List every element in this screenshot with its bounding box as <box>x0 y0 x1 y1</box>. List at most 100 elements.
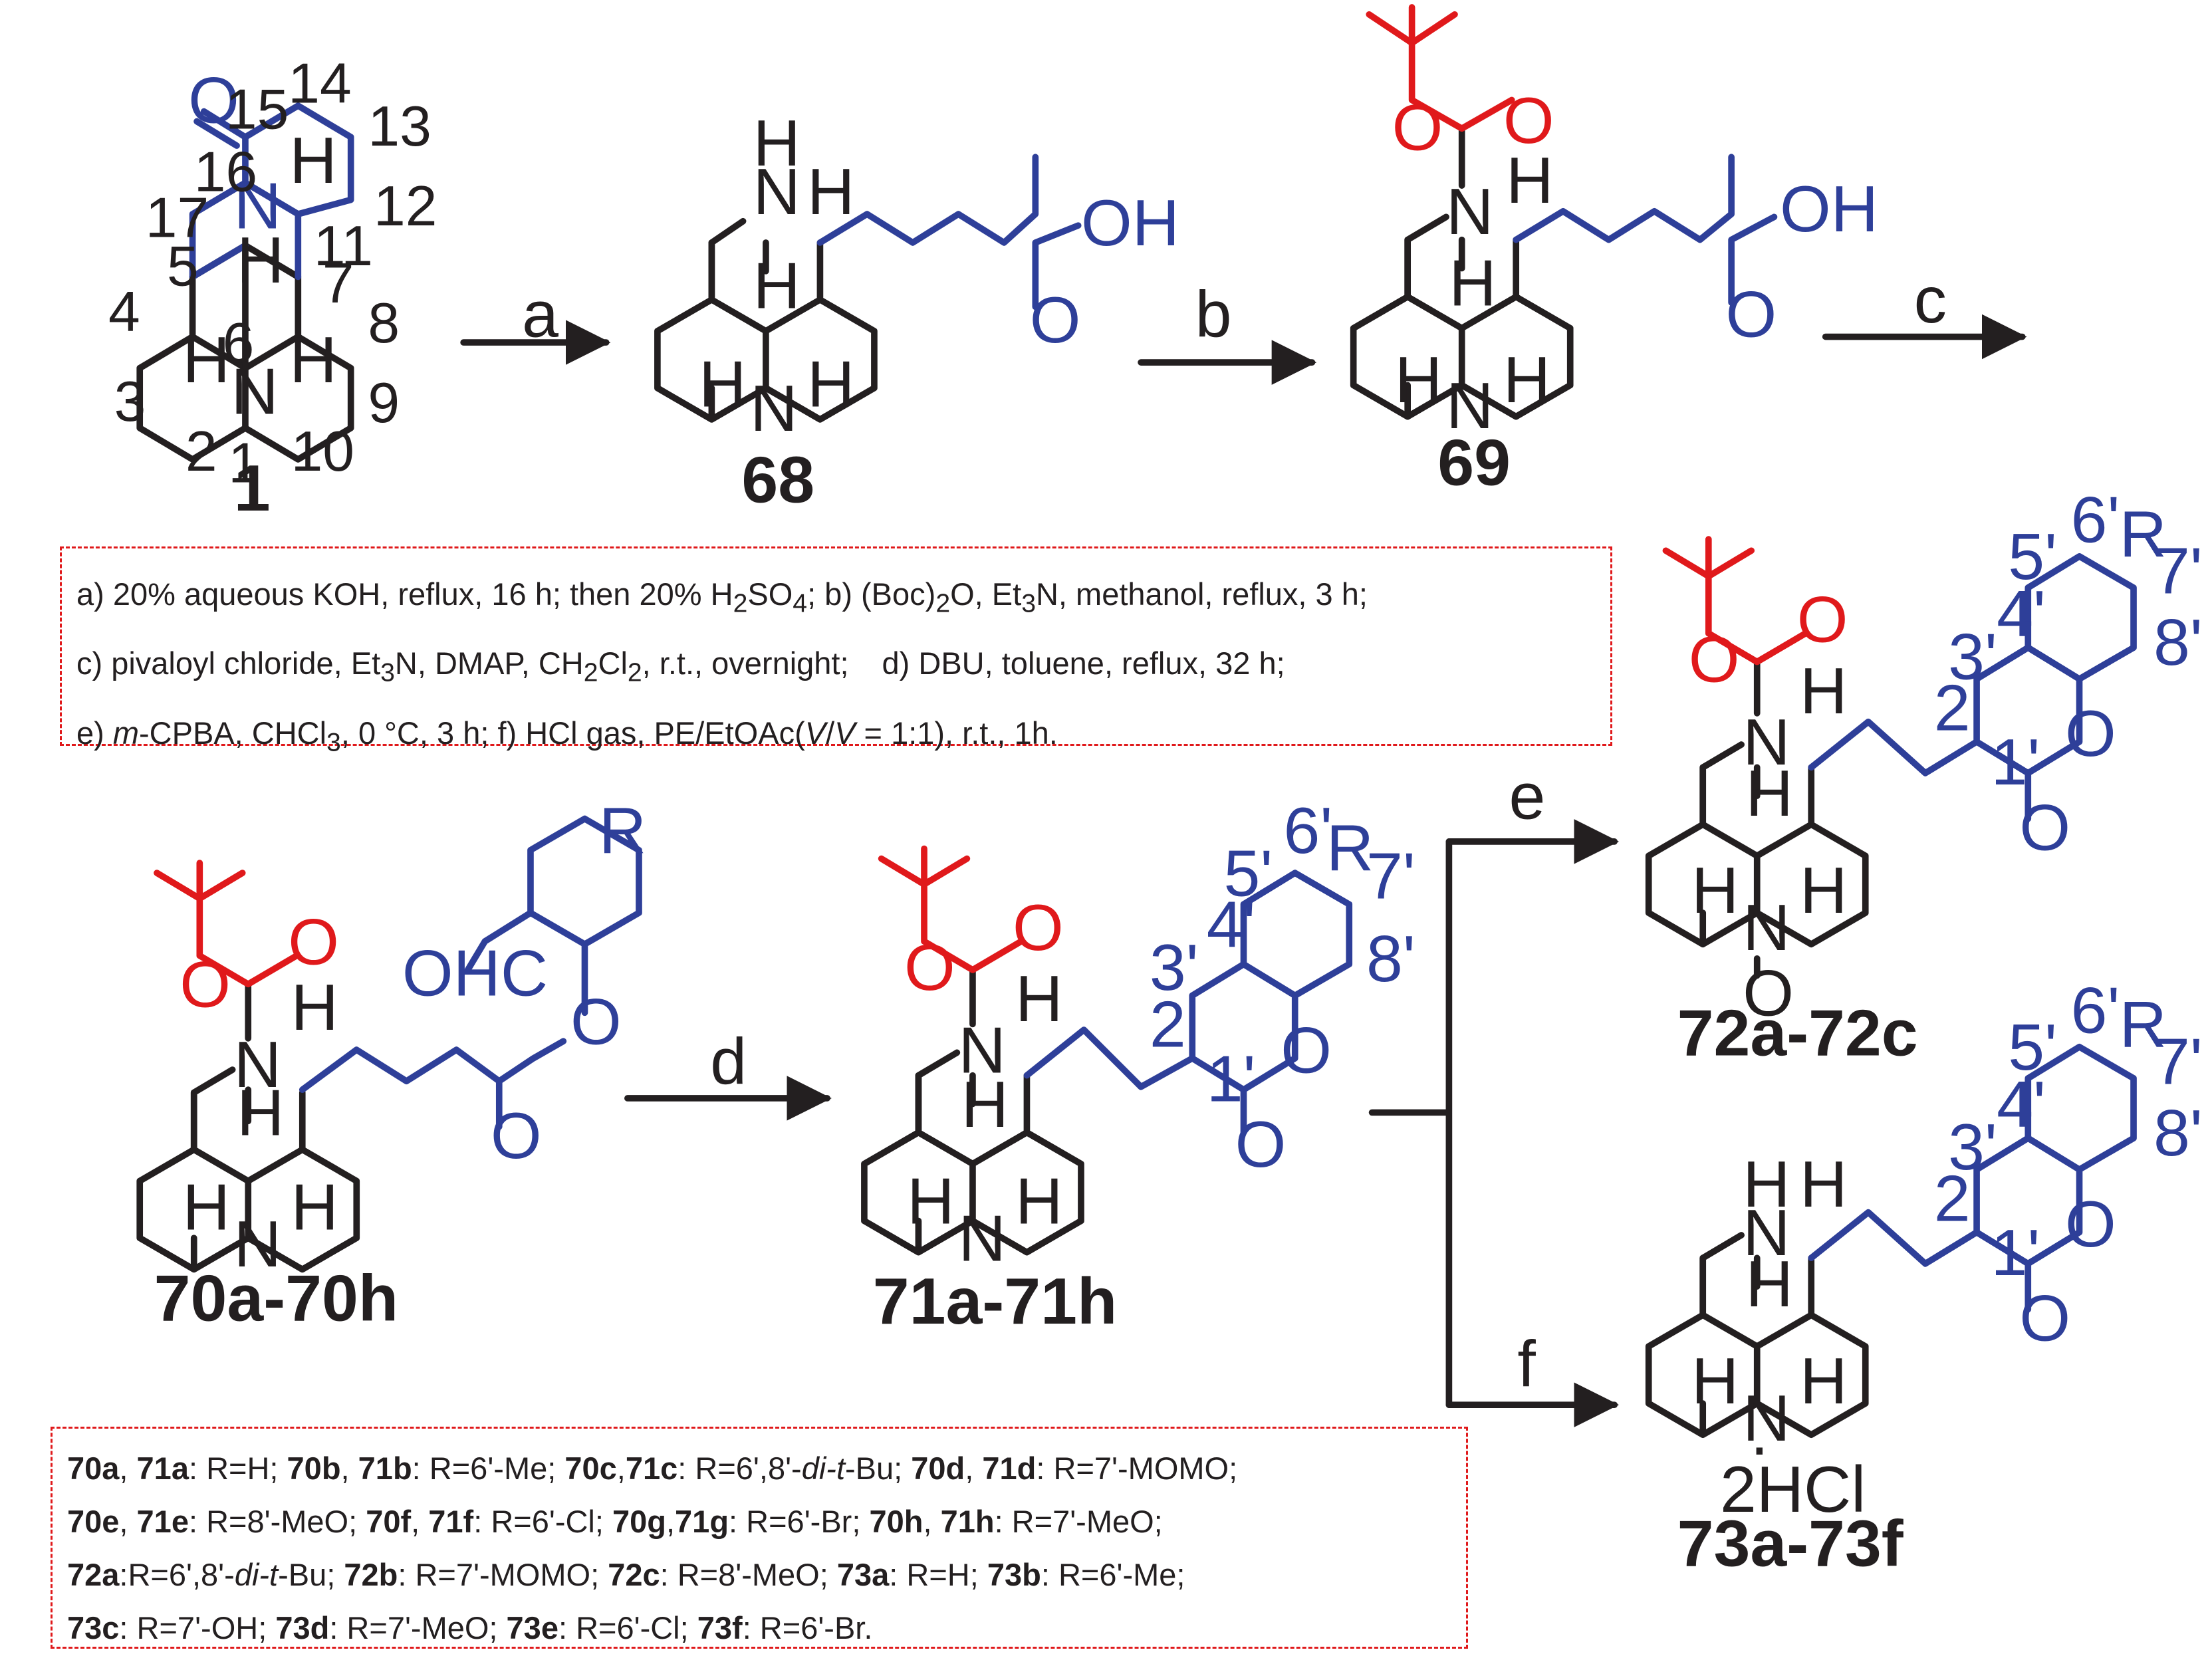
atom-N1-69: N <box>1446 369 1493 442</box>
substituent-text: , <box>965 1451 983 1486</box>
num-6p-73: 6' <box>2071 973 2120 1046</box>
label-compound-68: 68 <box>741 443 814 516</box>
compound-id: 70e <box>67 1504 120 1539</box>
compound-id: 71e <box>136 1504 189 1539</box>
substituent-text: : R=8'-MeO; <box>188 1504 366 1539</box>
num-6p-72: 6' <box>2071 483 2120 556</box>
atom-H-N68: H <box>753 106 800 179</box>
num-8p-72: 8' <box>2153 606 2203 679</box>
atom-O: O <box>188 64 239 137</box>
atom-O-boc-71: O <box>904 931 955 1004</box>
atom-H5-68: H <box>699 348 746 421</box>
atom-Od-boc-72: O <box>1797 583 1848 656</box>
num-2p-71: 2' <box>1150 988 1199 1061</box>
num-5p-73: 5' <box>2008 1011 2057 1084</box>
step-a: a <box>522 278 558 351</box>
substituent-text: , <box>666 1504 676 1539</box>
compound-id: 73f <box>697 1610 743 1645</box>
compound-id: 71f <box>428 1504 474 1539</box>
num-12: 12 <box>374 174 437 238</box>
num-3p-71: 3' <box>1150 931 1199 1004</box>
substituent-text: : R=6',8'- <box>677 1451 802 1486</box>
atom-H5-70: H <box>183 1170 230 1243</box>
branch-line <box>1368 838 1453 1408</box>
substituent-text: : R=7'-MeO; <box>994 1504 1163 1539</box>
compound-id: 72c <box>608 1557 660 1592</box>
substituent-text: : R=H; <box>889 1557 987 1592</box>
substituents-line-1: 70a, 71a: R=H; 70b, 71b: R=6'-Me; 70c,71… <box>67 1442 1459 1495</box>
label-compound-70: 70a-70h <box>154 1262 398 1335</box>
atom-Od-71: O <box>1235 1108 1287 1181</box>
num-7: 7 <box>322 251 354 315</box>
atom-N1-73: N <box>1743 1381 1790 1455</box>
label-compound-73: 73a-73f <box>1677 1507 1904 1580</box>
compound-71: O O O O R N H H H H N 1' 2' 3' 4' 5' 6' … <box>864 794 1415 1338</box>
num-9: 9 <box>368 371 400 435</box>
compound-id: 70c <box>564 1451 617 1486</box>
atom-O-ester-70: O <box>570 985 622 1058</box>
compound-id: 73b <box>987 1557 1041 1592</box>
atom-H5-73: H <box>1691 1344 1739 1417</box>
atom-H7-71: H <box>1015 1165 1062 1238</box>
substituent-text: : R=6'-Br. <box>742 1610 873 1645</box>
num-7p-72: 7' <box>2153 535 2203 608</box>
num-16: 16 <box>194 140 257 204</box>
atom-N-68: N <box>753 155 800 228</box>
compound-id: 70a <box>67 1451 120 1486</box>
atom-O-ring-71: O <box>1281 1013 1332 1086</box>
compound-id: 70d <box>911 1451 965 1486</box>
num-13: 13 <box>368 94 431 158</box>
num-2p-72: 2' <box>1934 671 1983 745</box>
atom-O-ring-72: O <box>2065 697 2116 770</box>
num-3p-72: 3' <box>1948 620 1997 693</box>
compound-id: 72b <box>344 1557 398 1592</box>
atom-H11-68: H <box>807 155 854 228</box>
salt-73: 2HCl <box>1720 1453 1866 1526</box>
atom-N-oxide-72: O <box>1743 957 1794 1030</box>
atom-H7-72: H <box>1800 854 1847 927</box>
atom-H11-73: H <box>1800 1147 1847 1221</box>
compound-id: 73c <box>67 1610 120 1645</box>
num-6p-71: 6' <box>1284 794 1333 867</box>
atom-H6: H <box>237 223 284 297</box>
num-3: 3 <box>114 370 146 433</box>
atom-N-73: N <box>1743 1196 1790 1269</box>
num-4: 4 <box>108 280 140 344</box>
substituent-text: : R=8'-MeO; <box>660 1557 837 1592</box>
italic-prefix: di-t <box>234 1557 279 1592</box>
atom-N16: N <box>234 169 281 242</box>
compound-id: 72a <box>67 1557 120 1592</box>
atom-H6-73: H <box>1746 1247 1793 1320</box>
atom-O-boc-72: O <box>1689 623 1740 696</box>
substituents-box: 70a, 71a: R=H; 70b, 71b: R=6'-Me; 70c,71… <box>51 1427 1468 1649</box>
num-5p-71: 5' <box>1223 836 1273 909</box>
step-b: b <box>1195 278 1232 351</box>
atom-R-71: R <box>1326 811 1374 884</box>
atom-H11-69: H <box>1506 144 1553 217</box>
atom-H6-72: H <box>1746 757 1793 830</box>
compound-70: O O OHC O O R N H H H H N 70a-70h <box>140 794 646 1335</box>
num-1p-71: 1' <box>1207 1042 1256 1115</box>
conditions-line-3: e) m-CPBA, CHCl3, 0 °C, 3 h; f) HCl gas,… <box>76 715 1058 757</box>
atom-Od-boc-70: O <box>288 905 339 978</box>
atom-H6-68: H <box>753 249 800 322</box>
substituent-text: : R=7'-OH; <box>119 1610 276 1645</box>
substituent-text: : R=7'-MeO; <box>329 1610 507 1645</box>
num-4p-72: 4' <box>1997 577 2046 650</box>
num-8p-73: 8' <box>2153 1096 2203 1169</box>
compound-id: 71a <box>136 1451 189 1486</box>
substituent-text: , <box>616 1451 626 1486</box>
num-7p-71: 7' <box>1366 840 1415 913</box>
substituent-text: , <box>119 1504 137 1539</box>
substituent-text: , <box>119 1451 137 1486</box>
num-2: 2 <box>185 419 217 483</box>
substituent-text: : R=H; <box>188 1451 287 1486</box>
atom-Od-boc-71: O <box>1013 891 1064 964</box>
compound-73: O O R N H H H H H N · 2HCl 1' 2' 3' 4' 5… <box>1649 973 2203 1580</box>
substituent-text: , <box>923 1504 941 1539</box>
atom-R-73: R <box>2120 988 2167 1061</box>
atom-N-69: N <box>1446 175 1493 248</box>
atom-N-72: N <box>1743 705 1790 778</box>
label-compound-69: 69 <box>1437 426 1511 499</box>
